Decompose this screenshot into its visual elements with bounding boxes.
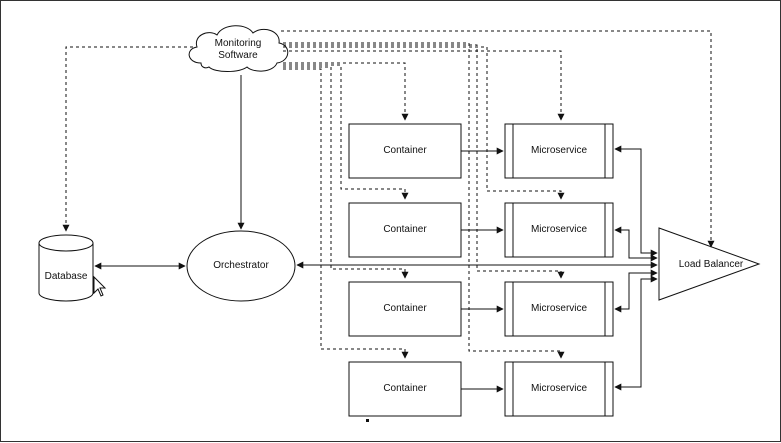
edge-monitoring-microservice-1 — [283, 50, 565, 121]
monitoring-cloud[interactable] — [188, 25, 289, 72]
microservice-label-2: Microservice — [530, 224, 588, 235]
small-dot-icon — [366, 419, 369, 422]
edge-lb-microservice-3 — [614, 269, 658, 313]
edge-lb-microservice-4 — [614, 275, 658, 391]
cursor-icon — [93, 275, 107, 297]
microservice-label-3: Microservice — [530, 303, 588, 314]
edge-monitoring-container-4 — [283, 68, 409, 359]
container-box-4[interactable] — [348, 361, 462, 417]
edge-monitoring-microservice-2 — [283, 46, 565, 200]
edge-lb-microservice-2 — [614, 226, 658, 262]
orchestrator-node[interactable] — [186, 230, 296, 302]
edge-monitoring-microservice-3 — [283, 44, 565, 279]
microservice-box-3[interactable] — [504, 281, 614, 337]
container-label-1: Container — [383, 145, 427, 156]
edge-monitoring-container-1 — [283, 62, 409, 121]
edge-lb-microservice-1 — [614, 145, 658, 257]
microservice-box-4[interactable] — [504, 361, 614, 417]
load-balancer-label: Load Balancer — [678, 259, 744, 270]
microservice-label-1: Microservice — [530, 145, 588, 156]
database-label: Database — [44, 271, 88, 282]
microservice-label-4: Microservice — [530, 383, 588, 394]
container-box-2[interactable] — [348, 202, 462, 258]
monitoring-label: Monitoring Software — [214, 38, 262, 61]
edge-monitoring-container-2 — [283, 64, 409, 200]
microservice-box-2[interactable] — [504, 202, 614, 258]
edge-monitoring-container-3 — [283, 66, 409, 279]
edge-monitoring-microservice-4 — [283, 42, 565, 359]
container-box-3[interactable] — [348, 281, 462, 337]
container-label-4: Container — [383, 383, 427, 394]
container-label-3: Container — [383, 303, 427, 314]
edge-monitoring-database — [62, 46, 193, 232]
microservice-box-1[interactable] — [504, 123, 614, 179]
database-node[interactable] — [38, 234, 94, 302]
container-label-2: Container — [383, 224, 427, 235]
orchestrator-label: Orchestrator — [213, 260, 269, 271]
